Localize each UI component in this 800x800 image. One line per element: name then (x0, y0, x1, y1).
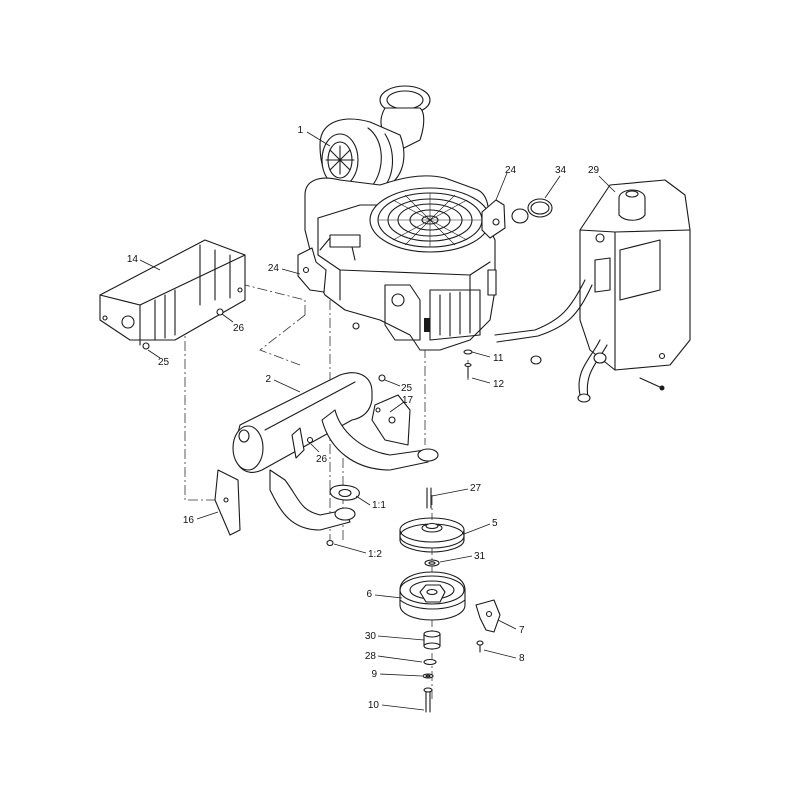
hose-clamp-34 (511, 198, 553, 224)
pulley-5 (399, 517, 465, 553)
callout-labels: 1 2 5 6 7 8 9 10 11 12 14 16 17 24 24 25… (127, 125, 600, 711)
leader-lines (139, 131, 616, 711)
callout-25-left: 25 (158, 357, 170, 368)
callout-24-left: 24 (268, 263, 280, 274)
callout-17: 17 (402, 395, 414, 406)
bolt-10 (423, 687, 433, 713)
air-cleaner-1 (319, 85, 431, 189)
callout-9: 9 (371, 669, 377, 680)
callout-25-right: 25 (401, 383, 413, 394)
callout-30: 30 (365, 631, 377, 642)
callout-2: 2 (265, 374, 271, 385)
bracket-16 (214, 469, 241, 536)
callout-10: 10 (368, 700, 380, 711)
exhaust-nut-1-2 (326, 539, 334, 547)
callout-12: 12 (493, 379, 505, 390)
fuel-tank-29 (494, 179, 691, 403)
callout-26-bottom: 26 (316, 454, 328, 465)
callout-31: 31 (474, 551, 486, 562)
callout-1-1: 1:1 (372, 500, 386, 511)
heat-shield-14 (99, 239, 246, 346)
callout-24-right: 24 (505, 165, 517, 176)
callout-16: 16 (183, 515, 195, 526)
engine (297, 175, 506, 351)
callout-27: 27 (470, 483, 482, 494)
callout-1: 1 (297, 125, 303, 136)
callout-7: 7 (519, 625, 525, 636)
callout-5: 5 (492, 518, 498, 529)
callout-34: 34 (555, 165, 567, 176)
callout-28: 28 (365, 651, 377, 662)
callout-29: 29 (588, 165, 600, 176)
small-hardware (142, 308, 473, 509)
washer-31 (424, 559, 440, 567)
callout-6: 6 (366, 589, 372, 600)
spacer-30 (423, 630, 441, 650)
callout-14: 14 (127, 254, 139, 265)
callout-1-2: 1:2 (368, 549, 382, 560)
callout-11: 11 (493, 353, 504, 364)
exhaust-gasket-1-1 (329, 484, 360, 501)
clutch-stop-bracket-7 (475, 599, 501, 633)
washer-28 (423, 658, 437, 666)
bolt-8 (476, 640, 484, 653)
electric-clutch-6 (399, 571, 466, 621)
callout-8: 8 (519, 653, 525, 664)
washer-9 (422, 673, 434, 679)
callout-26-top: 26 (233, 323, 245, 334)
muffler-2 (232, 372, 439, 531)
